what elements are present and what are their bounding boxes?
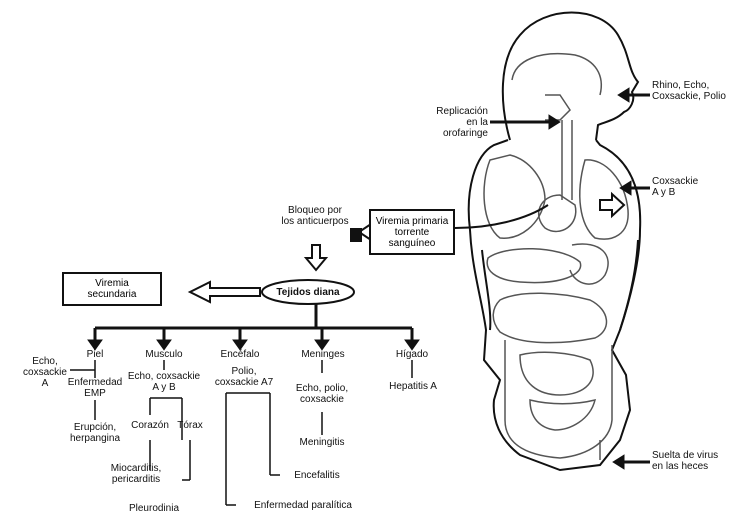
viremia-primaria-box: Viremia primaria torrente sanguíneo [369, 209, 455, 255]
antibody-block [350, 228, 362, 242]
replicacion-label: Replicación en la orofaringe [408, 106, 488, 139]
musculo-below: Miocarditis, pericarditis [96, 463, 176, 485]
body-silhouette [469, 13, 640, 471]
target-encefalo: Encéfalo [210, 349, 270, 360]
coxsackie-ab-label: Coxsackie A y B [652, 176, 732, 198]
viremia-secundaria-box: Viremia secundaria [62, 272, 162, 306]
tejidos-diana-label: Tejidos diana [270, 287, 346, 298]
target-higado: Hígado [386, 349, 438, 360]
organs [484, 54, 628, 460]
encefalitis-label: Encefalitis [282, 470, 352, 481]
hepatitis-label: Hepatitis A [378, 381, 448, 392]
bloqueo-label: Bloqueo por los anticuerpos [270, 205, 360, 227]
target-musculo: Musculo [134, 349, 194, 360]
tree-connectors [90, 304, 417, 348]
meningitis-label: Meningitis [286, 437, 358, 448]
musculo-agents: Echo, coxsackie A y B [116, 371, 212, 393]
torax-label: Tórax [170, 420, 210, 431]
enfermedad-paralitica-label: Enfermedad paralítica [238, 500, 368, 511]
encefalo-agents: Polio, coxsackie A7 [204, 366, 284, 388]
meninges-agents: Echo, polio, coxsackie [282, 383, 362, 405]
target-meninges: Meninges [292, 349, 354, 360]
target-piel: Piel [70, 349, 120, 360]
suelta-label: Suelta de virus en las heces [652, 450, 740, 472]
pointer-arrows [490, 90, 650, 467]
pleurodinia-label: Pleurodinia [122, 503, 186, 514]
rhino-label: Rhino, Echo, Coxsackie, Polio [652, 80, 744, 102]
